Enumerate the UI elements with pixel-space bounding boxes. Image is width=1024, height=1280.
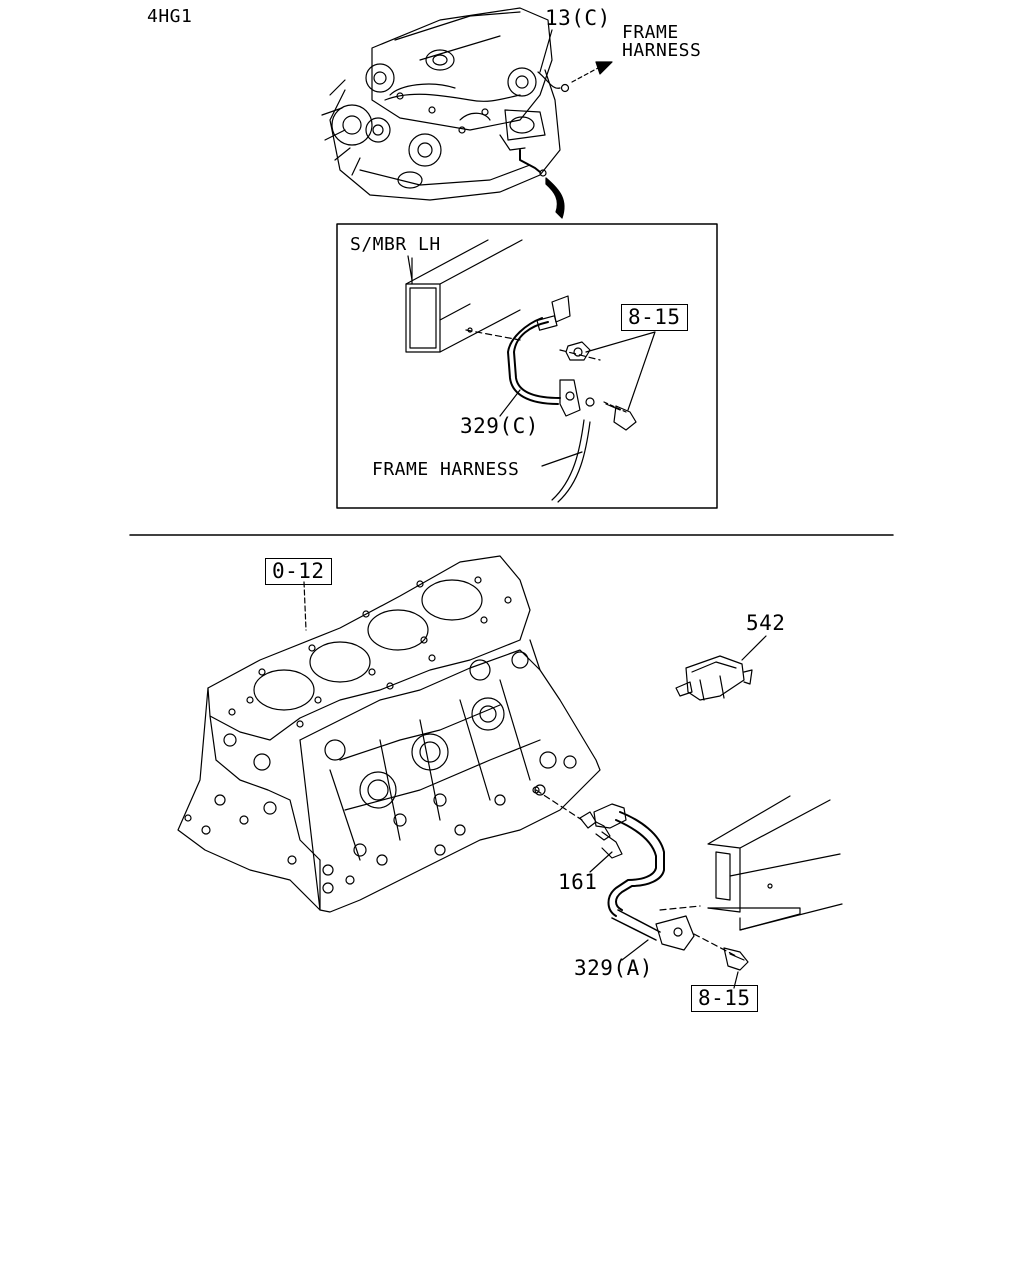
side-member-illustration bbox=[406, 240, 522, 352]
ref-8-15-detail[interactable]: 8-15 bbox=[621, 304, 688, 331]
leader-8-15-bottom bbox=[734, 972, 738, 988]
bolt-8-15-illustration bbox=[724, 948, 748, 970]
ground-cable-329c-illustration bbox=[508, 296, 580, 416]
engine-model-label: 4HG1 bbox=[147, 6, 193, 27]
leader-smbr bbox=[408, 256, 412, 280]
arrow-to-frame-harness bbox=[572, 62, 612, 82]
part-161-bolt-illustration bbox=[533, 787, 622, 858]
ref-0-12[interactable]: 0-12 bbox=[265, 558, 332, 585]
leader-13c bbox=[540, 30, 552, 72]
ref-8-15-bottom[interactable]: 8-15 bbox=[691, 985, 758, 1012]
engine-assembly-illustration bbox=[322, 8, 569, 200]
centerline-bottom bbox=[694, 934, 736, 956]
frame-harness-cable-detail bbox=[552, 420, 590, 502]
leader-161 bbox=[590, 852, 612, 872]
part-329a-label[interactable]: 329(A) bbox=[574, 956, 653, 980]
part-329c-label[interactable]: 329(C) bbox=[460, 414, 539, 438]
leader-329c bbox=[500, 390, 520, 416]
bolt-detail bbox=[586, 398, 636, 430]
nut-detail bbox=[566, 342, 590, 360]
leader-542 bbox=[742, 636, 766, 660]
part-329a-cable-illustration bbox=[594, 804, 694, 950]
leader-0-12 bbox=[304, 582, 306, 630]
part-542-bracket-illustration bbox=[676, 656, 752, 700]
detail-pointer-arrow bbox=[546, 178, 564, 218]
frame-harness-top-line1: FRAME bbox=[622, 22, 679, 43]
part-542-label[interactable]: 542 bbox=[746, 611, 786, 635]
frame-harness-detail-label: FRAME HARNESS bbox=[372, 459, 520, 480]
frame-harness-top-line2: HARNESS bbox=[622, 40, 702, 61]
part-161-label[interactable]: 161 bbox=[558, 870, 598, 894]
side-member-bottom-illustration bbox=[660, 796, 842, 930]
cylinder-block-illustration bbox=[178, 556, 600, 912]
callout-13c[interactable]: 13(C) bbox=[545, 6, 611, 30]
detail-box-frame bbox=[337, 224, 717, 508]
leader-frame-harness-detail bbox=[542, 452, 582, 466]
leader-8-15-detail bbox=[586, 332, 655, 410]
leader-329a bbox=[622, 940, 648, 960]
detail-box-title: S/MBR LH bbox=[350, 234, 441, 255]
